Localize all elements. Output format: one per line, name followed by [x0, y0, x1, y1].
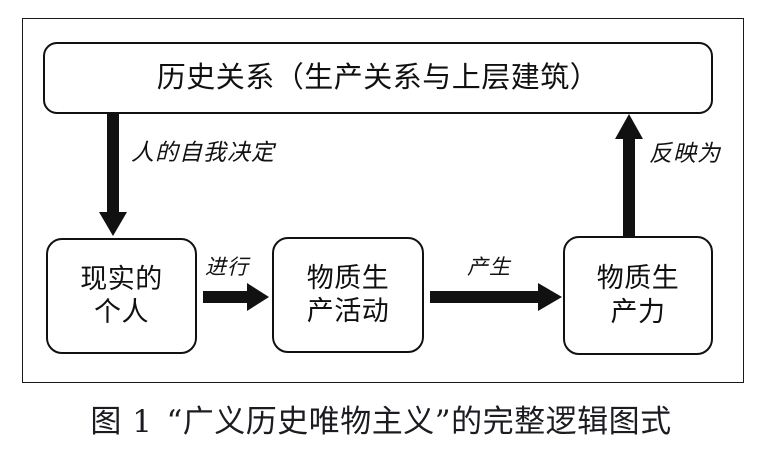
arrow-up-reflected-as: [612, 114, 646, 238]
edge-label-self-determination: 人的自我决定: [131, 140, 275, 166]
edge-label-carries-out: 进行: [205, 255, 249, 279]
node-material-production-activity-label: 物质生 产活动: [306, 262, 390, 327]
node-historical-relations[interactable]: 历史关系（生产关系与上层建筑）: [43, 42, 713, 114]
node-material-productive-forces-label: 物质生 产力: [596, 263, 680, 328]
arrow-right-produces: [430, 281, 562, 313]
node-material-production-activity[interactable]: 物质生 产活动: [272, 237, 424, 353]
figure-caption: 图 1 “广义历史唯物主义”的完整逻辑图式: [0, 396, 762, 441]
arrow-down-self-determination: [96, 114, 130, 236]
node-historical-relations-label: 历史关系（生产关系与上层建筑）: [156, 60, 600, 95]
node-real-individuals[interactable]: 现实的 个人: [46, 238, 197, 354]
figure-caption-text: “广义历史唯物主义”的完整逻辑图式: [166, 404, 672, 440]
edge-label-reflected-as: 反映为: [649, 141, 721, 167]
node-real-individuals-label: 现实的 个人: [80, 263, 163, 328]
node-material-productive-forces[interactable]: 物质生 产力: [563, 236, 713, 355]
edge-label-produces: 产生: [467, 255, 511, 279]
arrow-right-carries-out: [203, 281, 269, 313]
figure-caption-index: 图 1: [90, 404, 153, 440]
